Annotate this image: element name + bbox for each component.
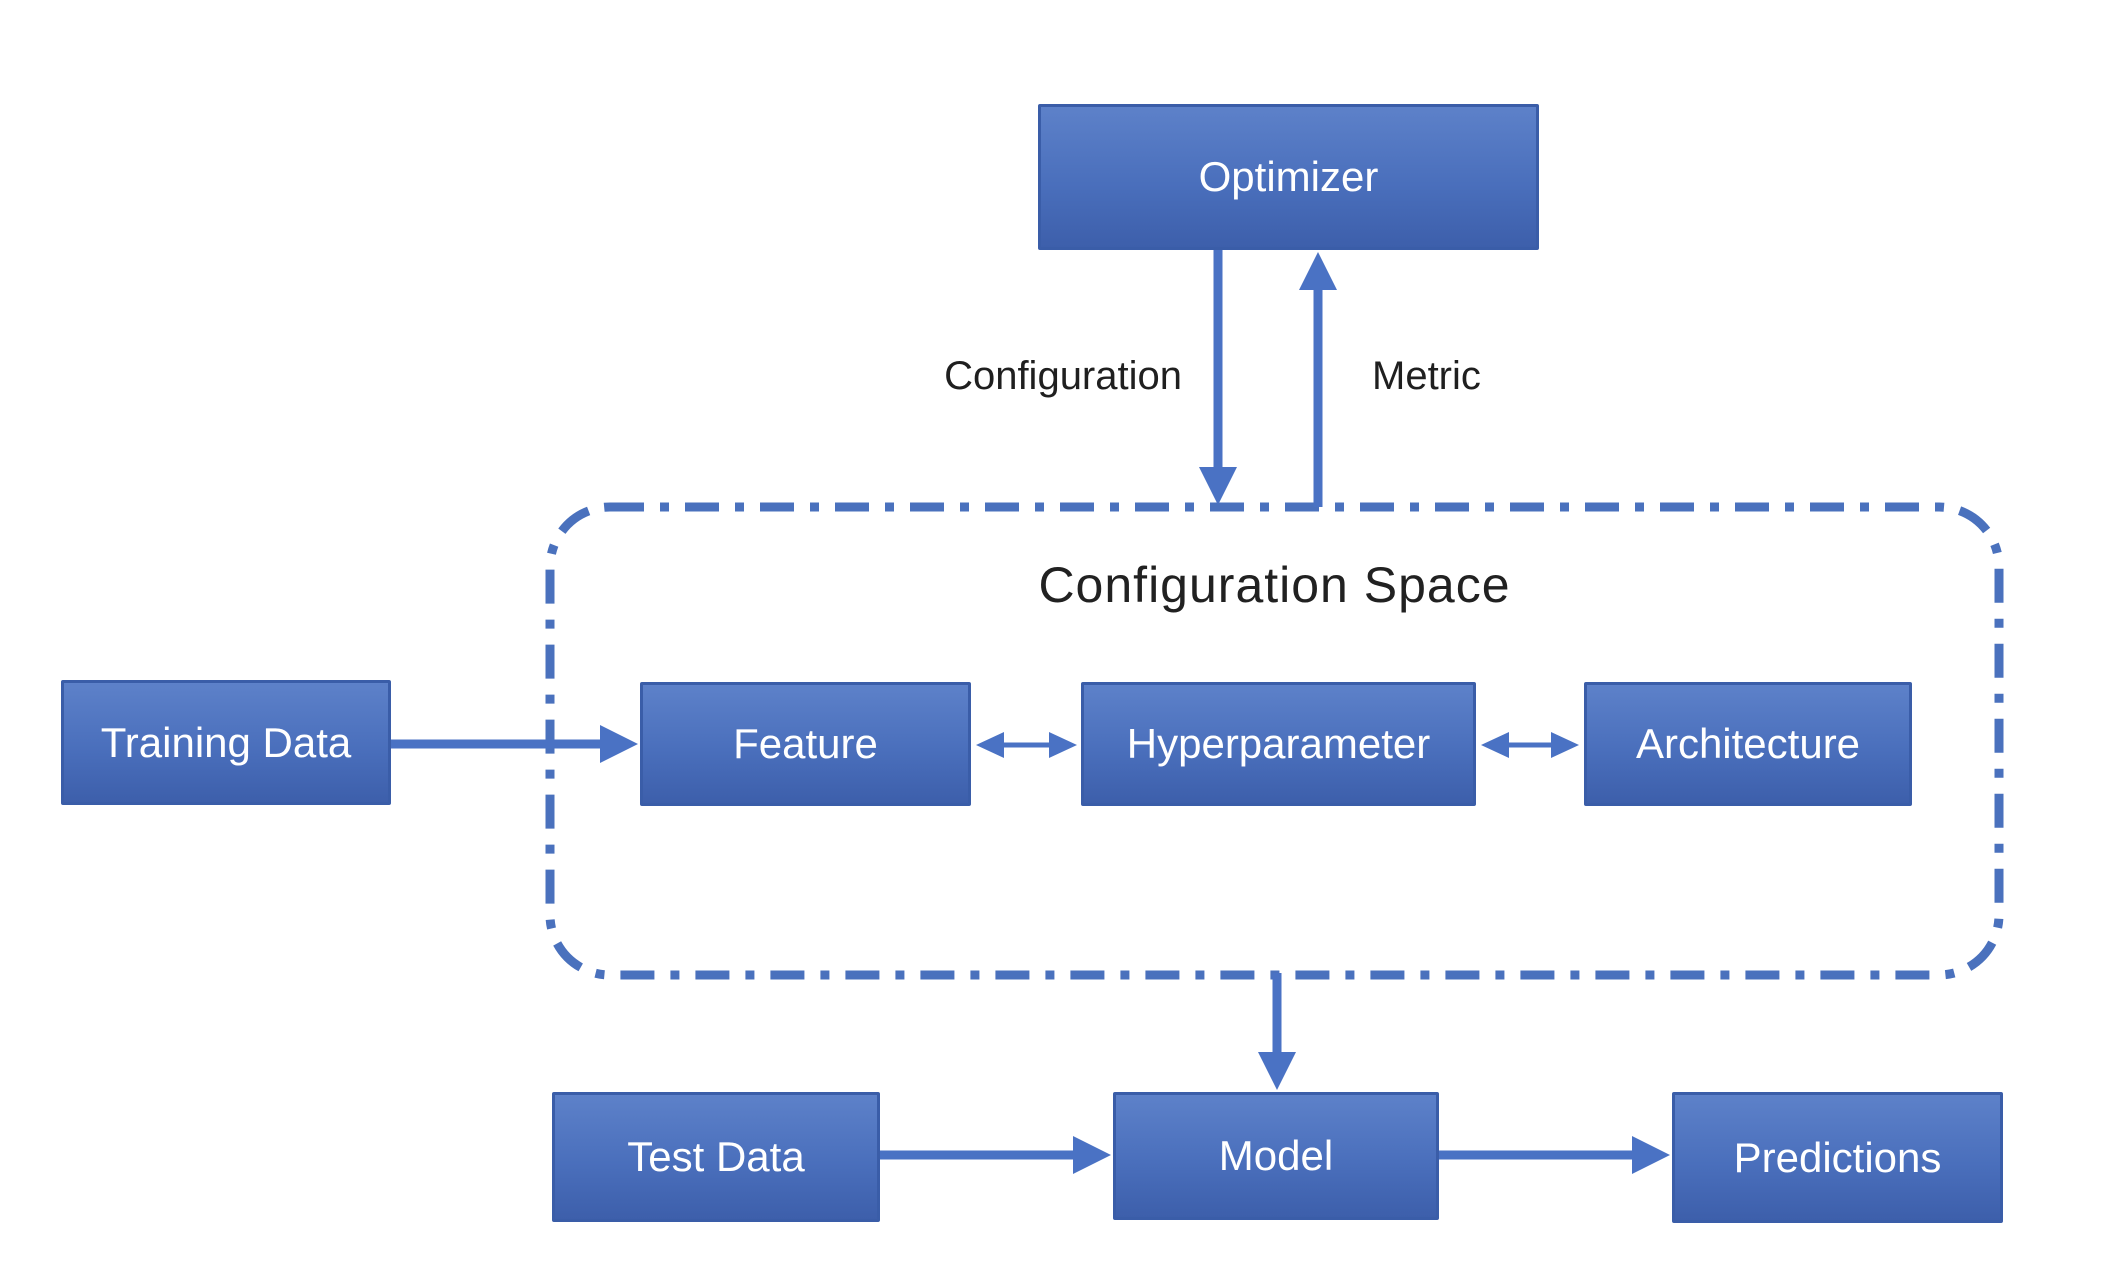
arrow-test-data-to-model: [880, 1136, 1111, 1174]
arrow-optimizer-to-configuration-space: [1199, 250, 1237, 505]
arrow-configuration-space-to-model: [1258, 973, 1296, 1090]
predictions-node: Predictions: [1672, 1092, 2003, 1223]
configuration-space-title: Configuration Space: [1038, 557, 1511, 613]
arrow-feature-hyperparameter-bidirectional: [976, 732, 1077, 758]
test-data-node: Test Data: [552, 1092, 880, 1222]
optimizer-node: Optimizer: [1038, 104, 1539, 250]
arrow-configuration-space-to-optimizer: [1299, 252, 1337, 507]
configuration-arrow-label: Configuration: [944, 354, 1182, 398]
training-data-node: Training Data: [61, 680, 391, 805]
metric-arrow-label: Metric: [1372, 354, 1481, 398]
model-node: Model: [1113, 1092, 1439, 1220]
arrow-training-data-to-feature: [391, 725, 638, 763]
arrow-hyperparameter-architecture-bidirectional: [1481, 732, 1579, 758]
architecture-node: Architecture: [1584, 682, 1912, 806]
arrow-model-to-predictions: [1439, 1136, 1670, 1174]
feature-node: Feature: [640, 682, 971, 806]
hyperparameter-node: Hyperparameter: [1081, 682, 1476, 806]
